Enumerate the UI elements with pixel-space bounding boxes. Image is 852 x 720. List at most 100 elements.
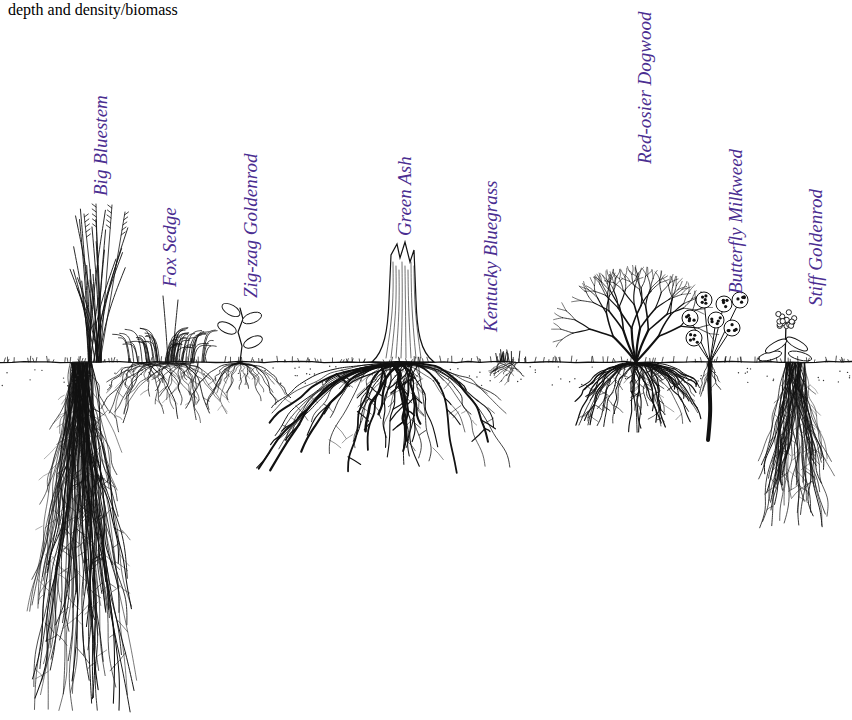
rootlet-line [222,405,227,412]
soil-speck [71,382,72,383]
rootlet-line [485,429,490,432]
soil-speck [358,377,359,378]
soil-speck [614,385,615,386]
rootlet-line [381,383,388,387]
soil-speck [838,381,839,382]
soil-speck [677,376,678,377]
turf-tick [186,357,187,362]
soil-speck [552,384,553,385]
root-line [329,363,393,453]
dogwood-branch [593,302,609,310]
turf-tick [406,359,407,362]
rootlet-line [185,397,193,405]
turf-tick [359,359,361,362]
turf-tick [27,358,29,362]
rootlet-line [58,395,64,399]
soil-speck [406,379,407,380]
soil-speck [697,380,698,381]
dogwood-branch [573,329,590,333]
turf-tick [592,356,594,362]
turf-tick [315,358,316,362]
milkweed-floret [692,337,695,340]
soil-speck [773,380,774,381]
rootlet-line [659,416,664,421]
root-line [635,363,649,391]
rootlet-line [488,408,495,414]
dogwood-branch [606,271,608,280]
soil-speck [457,368,458,369]
dogwood-branch [682,287,691,289]
rootlet-line [348,457,361,465]
rootlet-line [310,396,317,403]
seed-head [125,212,129,215]
milkweed-stem [694,338,710,362]
dogwood-branch [606,313,613,337]
grass-stem [100,212,125,362]
root-line [588,363,643,421]
soil-speck [380,374,381,375]
root-line [238,363,291,398]
rootlet-line [807,449,816,454]
bark-line [396,270,399,358]
ground-layer [0,356,852,387]
soil-speck [501,380,502,381]
soil-speck [133,370,134,371]
root-line [759,363,787,479]
root-line [700,363,708,394]
turf-tick [654,358,656,362]
root-line [590,363,629,425]
root-line [772,363,788,462]
rootlet-line [107,386,112,393]
soil-speck [203,373,204,374]
turf-tick [389,360,391,362]
rootlet-line [808,388,815,394]
turf-tick [128,358,129,362]
turf-tick [427,357,428,362]
turf-tick [740,357,742,362]
root-line [115,363,141,417]
root-line [239,363,264,392]
rootlet-line [60,566,71,574]
dogwood-branch [572,301,581,302]
turf-tick [711,357,713,362]
root-line [510,363,524,376]
root-line [388,363,419,466]
milkweed-floret [689,339,692,342]
soil-speck [818,379,819,380]
root-line [79,363,88,526]
soil-speck [773,378,774,379]
dogwood-branch [663,278,669,285]
rootlet-line [810,385,818,393]
soil-speck [247,373,248,374]
rootlet-line [101,459,110,468]
soil-speck [701,375,702,376]
turf-tick [78,359,79,362]
turf-tick [524,357,526,362]
soil-speck [649,366,650,367]
root-line [627,363,683,423]
rootlet-line [123,381,129,388]
root-line [125,363,194,399]
seed-head [92,204,96,207]
sedge-stem [172,300,178,362]
root-line [91,363,131,609]
dogwood-branch [647,267,648,276]
root-line [278,363,405,439]
soil-speck [747,371,748,372]
rootlet-line [36,526,42,529]
turf-tick [151,358,152,362]
rootlet-line [99,516,105,520]
rootlet-line [84,459,90,463]
turf-tick [759,356,761,362]
rootlet-line [53,509,62,518]
rootlet-line [447,409,460,424]
root-line [238,363,275,384]
root-line [708,363,720,389]
rootlet-line [794,424,803,430]
dogwood-branch [607,293,609,311]
soil-speck [316,382,317,383]
turf-tick [363,360,364,362]
plant-label: Stiff Goldenrod [805,189,827,306]
soil-speck [479,372,480,373]
turf-tick [240,358,241,362]
